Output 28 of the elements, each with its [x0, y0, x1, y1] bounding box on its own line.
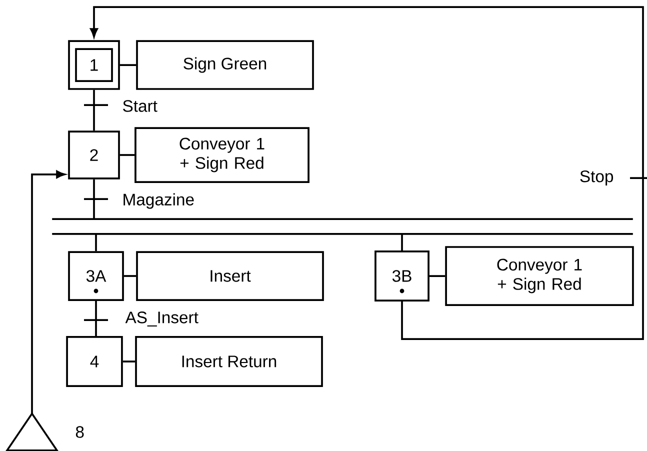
connector-line — [95, 300, 97, 336]
action-box: Sign Green — [136, 40, 314, 90]
step-box: 3B — [374, 250, 430, 302]
connector-line — [31, 170, 66, 414]
step-box: 3A — [68, 251, 124, 301]
transition-condition: AS_Insert — [124, 310, 200, 328]
connector-line — [120, 154, 135, 156]
step-box: 4 — [66, 336, 123, 387]
connector-line — [429, 275, 446, 277]
initial-step-box: 1 — [68, 40, 120, 90]
connector-line — [124, 275, 136, 277]
connector-line — [93, 179, 95, 220]
action-box: Conveyor 1 + Sign Red — [445, 246, 634, 306]
connector-line — [90, 6, 644, 340]
step-number: 8 — [76, 426, 84, 438]
action-box: Insert Return — [135, 336, 323, 387]
step-box: 2 — [68, 130, 120, 180]
transition-condition: Stop — [578, 169, 616, 187]
action-box: Conveyor 1 + Sign Red — [134, 127, 310, 183]
connector-line — [93, 90, 95, 131]
action-box: Insert — [136, 251, 324, 301]
connector-line — [95, 234, 97, 252]
connector-line — [122, 360, 136, 362]
connector-line — [120, 64, 136, 66]
transition-condition: Start — [120, 98, 159, 114]
parallel-branch-bar — [52, 218, 633, 235]
connector-line — [401, 234, 403, 251]
transition-condition: Magazine — [120, 192, 196, 210]
